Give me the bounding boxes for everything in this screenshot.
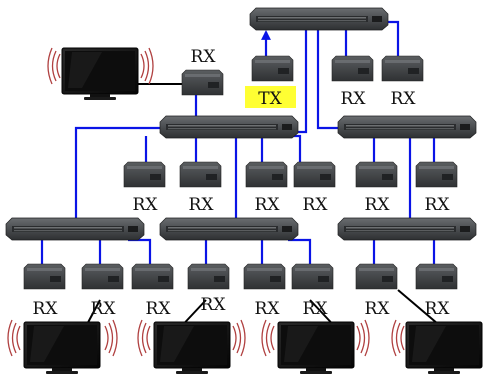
receiver: RX (245, 161, 288, 215)
switch-access-right (337, 217, 477, 241)
rx-label: RX (303, 299, 329, 319)
rx-label: RX (255, 195, 281, 215)
rx-label: RX (425, 299, 451, 319)
rx-label: RX (146, 299, 172, 319)
receiver: RX (355, 263, 398, 319)
rx-label: RX (33, 299, 59, 319)
receiver: RX (415, 263, 458, 319)
receiver: RX (181, 47, 224, 96)
switch-access-center (159, 217, 299, 241)
receiver: RX (355, 161, 398, 215)
switch-access-left (5, 217, 145, 241)
display-bottom-2 (137, 319, 246, 375)
receiver: RX (291, 263, 334, 319)
transmitter: TX (245, 55, 296, 109)
rx-label: RX (391, 89, 417, 109)
receiver: RX (123, 161, 166, 215)
rx-label: RX (191, 47, 217, 67)
rx-label: RX (425, 195, 451, 215)
receiver: RX (179, 161, 222, 215)
display-top-left (47, 47, 154, 101)
rx-label: RX (365, 299, 391, 319)
receiver: RX (187, 263, 230, 315)
display-bottom-4 (391, 319, 483, 375)
rx-label: RX (341, 89, 367, 109)
rx-label: RX (255, 299, 281, 319)
switch-core (249, 7, 389, 31)
receiver: RX (381, 55, 424, 109)
switch-distribution-right (337, 115, 477, 139)
receiver: RX (23, 263, 66, 319)
tx-label: TX (258, 89, 282, 109)
display-bottom-1 (7, 319, 118, 375)
rx-label: RX (201, 295, 227, 315)
rx-label: RX (91, 299, 117, 319)
rx-label: RX (303, 195, 329, 215)
receiver: RX (81, 263, 124, 319)
rx-label: RX (365, 195, 391, 215)
receiver: RX (131, 263, 174, 319)
switch-distribution-center (159, 115, 299, 139)
receiver: RX (243, 263, 286, 319)
receiver: RX (415, 161, 458, 215)
rx-label: RX (133, 195, 159, 215)
tx-highlight (245, 86, 296, 108)
rx-label: RX (189, 195, 215, 215)
receiver: RX (293, 161, 336, 215)
receiver: RX (331, 55, 374, 109)
display-bottom-3 (261, 319, 370, 375)
